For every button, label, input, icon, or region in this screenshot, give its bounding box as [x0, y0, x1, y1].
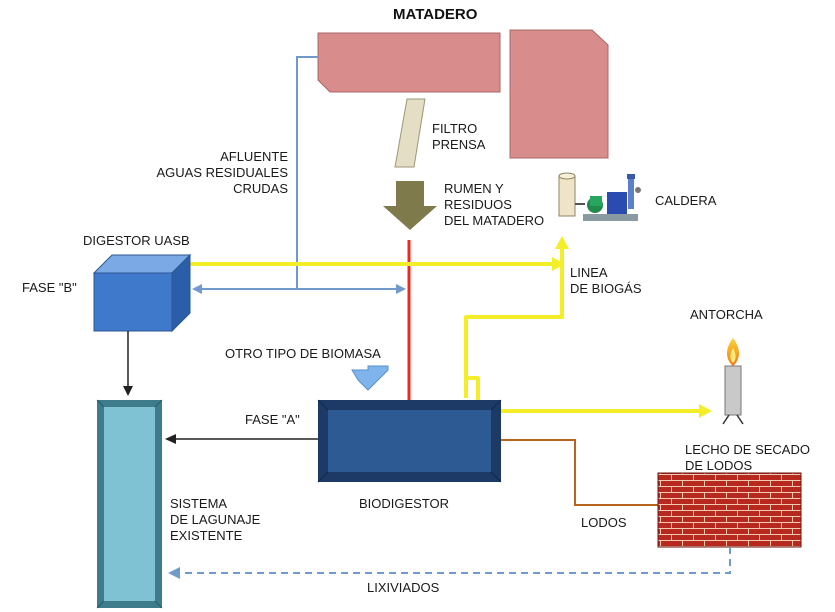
label-digestor-uasb: DIGESTOR UASB	[83, 233, 190, 248]
uasb-influent-arrow-right	[396, 284, 406, 294]
digestor-to-laguna-arrow	[123, 386, 133, 396]
biogas-lines	[190, 248, 700, 413]
label-caldera: CALDERA	[655, 193, 717, 208]
lodos-line	[501, 439, 658, 506]
label-antorcha: ANTORCHA	[690, 307, 763, 322]
label-lixiviados: LIXIVIADOS	[367, 580, 440, 595]
biogas-arrow-up	[555, 236, 569, 249]
matadero-building-right	[509, 29, 609, 159]
label-afluente: AFLUENTE AGUAS RESIDUALES CRUDAS	[156, 149, 289, 196]
lixiviados-arrow	[168, 567, 180, 579]
label-filtro-prensa: FILTRO PRENSA	[432, 121, 486, 152]
lixiviados-line	[180, 547, 731, 574]
label-linea-biogas: LINEA DE BIOGÁS	[570, 265, 642, 296]
filtro-prensa-shape	[394, 98, 426, 168]
diagram-title: MATADERO	[393, 6, 478, 23]
label-lodos: LODOS	[581, 515, 627, 530]
matadero-building-left	[317, 32, 501, 93]
afluente-line	[296, 56, 318, 289]
label-lecho-secado: LECHO DE SECADO DE LODOS	[685, 442, 810, 473]
biogas-arrow-right	[552, 257, 565, 271]
biodigestor	[317, 399, 502, 483]
fase-a-arrow	[165, 434, 176, 444]
digestor-uasb	[92, 253, 192, 333]
label-fase-a: FASE "A"	[245, 412, 300, 427]
lecho-secado	[657, 472, 802, 548]
sistema-lagunaje	[96, 399, 163, 609]
biogas-arrow-antorcha	[699, 404, 712, 418]
caldera	[558, 172, 641, 221]
label-biodigestor: BIODIGESTOR	[359, 496, 450, 511]
antorcha	[722, 338, 744, 425]
rumen-arrow	[383, 181, 437, 230]
label-sistema-lagunaje: SISTEMA DE LAGUNAJE EXISTENTE	[170, 496, 261, 543]
label-fase-b: FASE "B"	[22, 280, 77, 295]
label-otro-biomasa: OTRO TIPO DE BIOMASA	[225, 346, 381, 361]
uasb-influent-arrow-left	[192, 284, 202, 294]
biomasa-arrow	[351, 365, 389, 391]
label-rumen: RUMEN Y RESIDUOS DEL MATADERO	[444, 181, 545, 228]
